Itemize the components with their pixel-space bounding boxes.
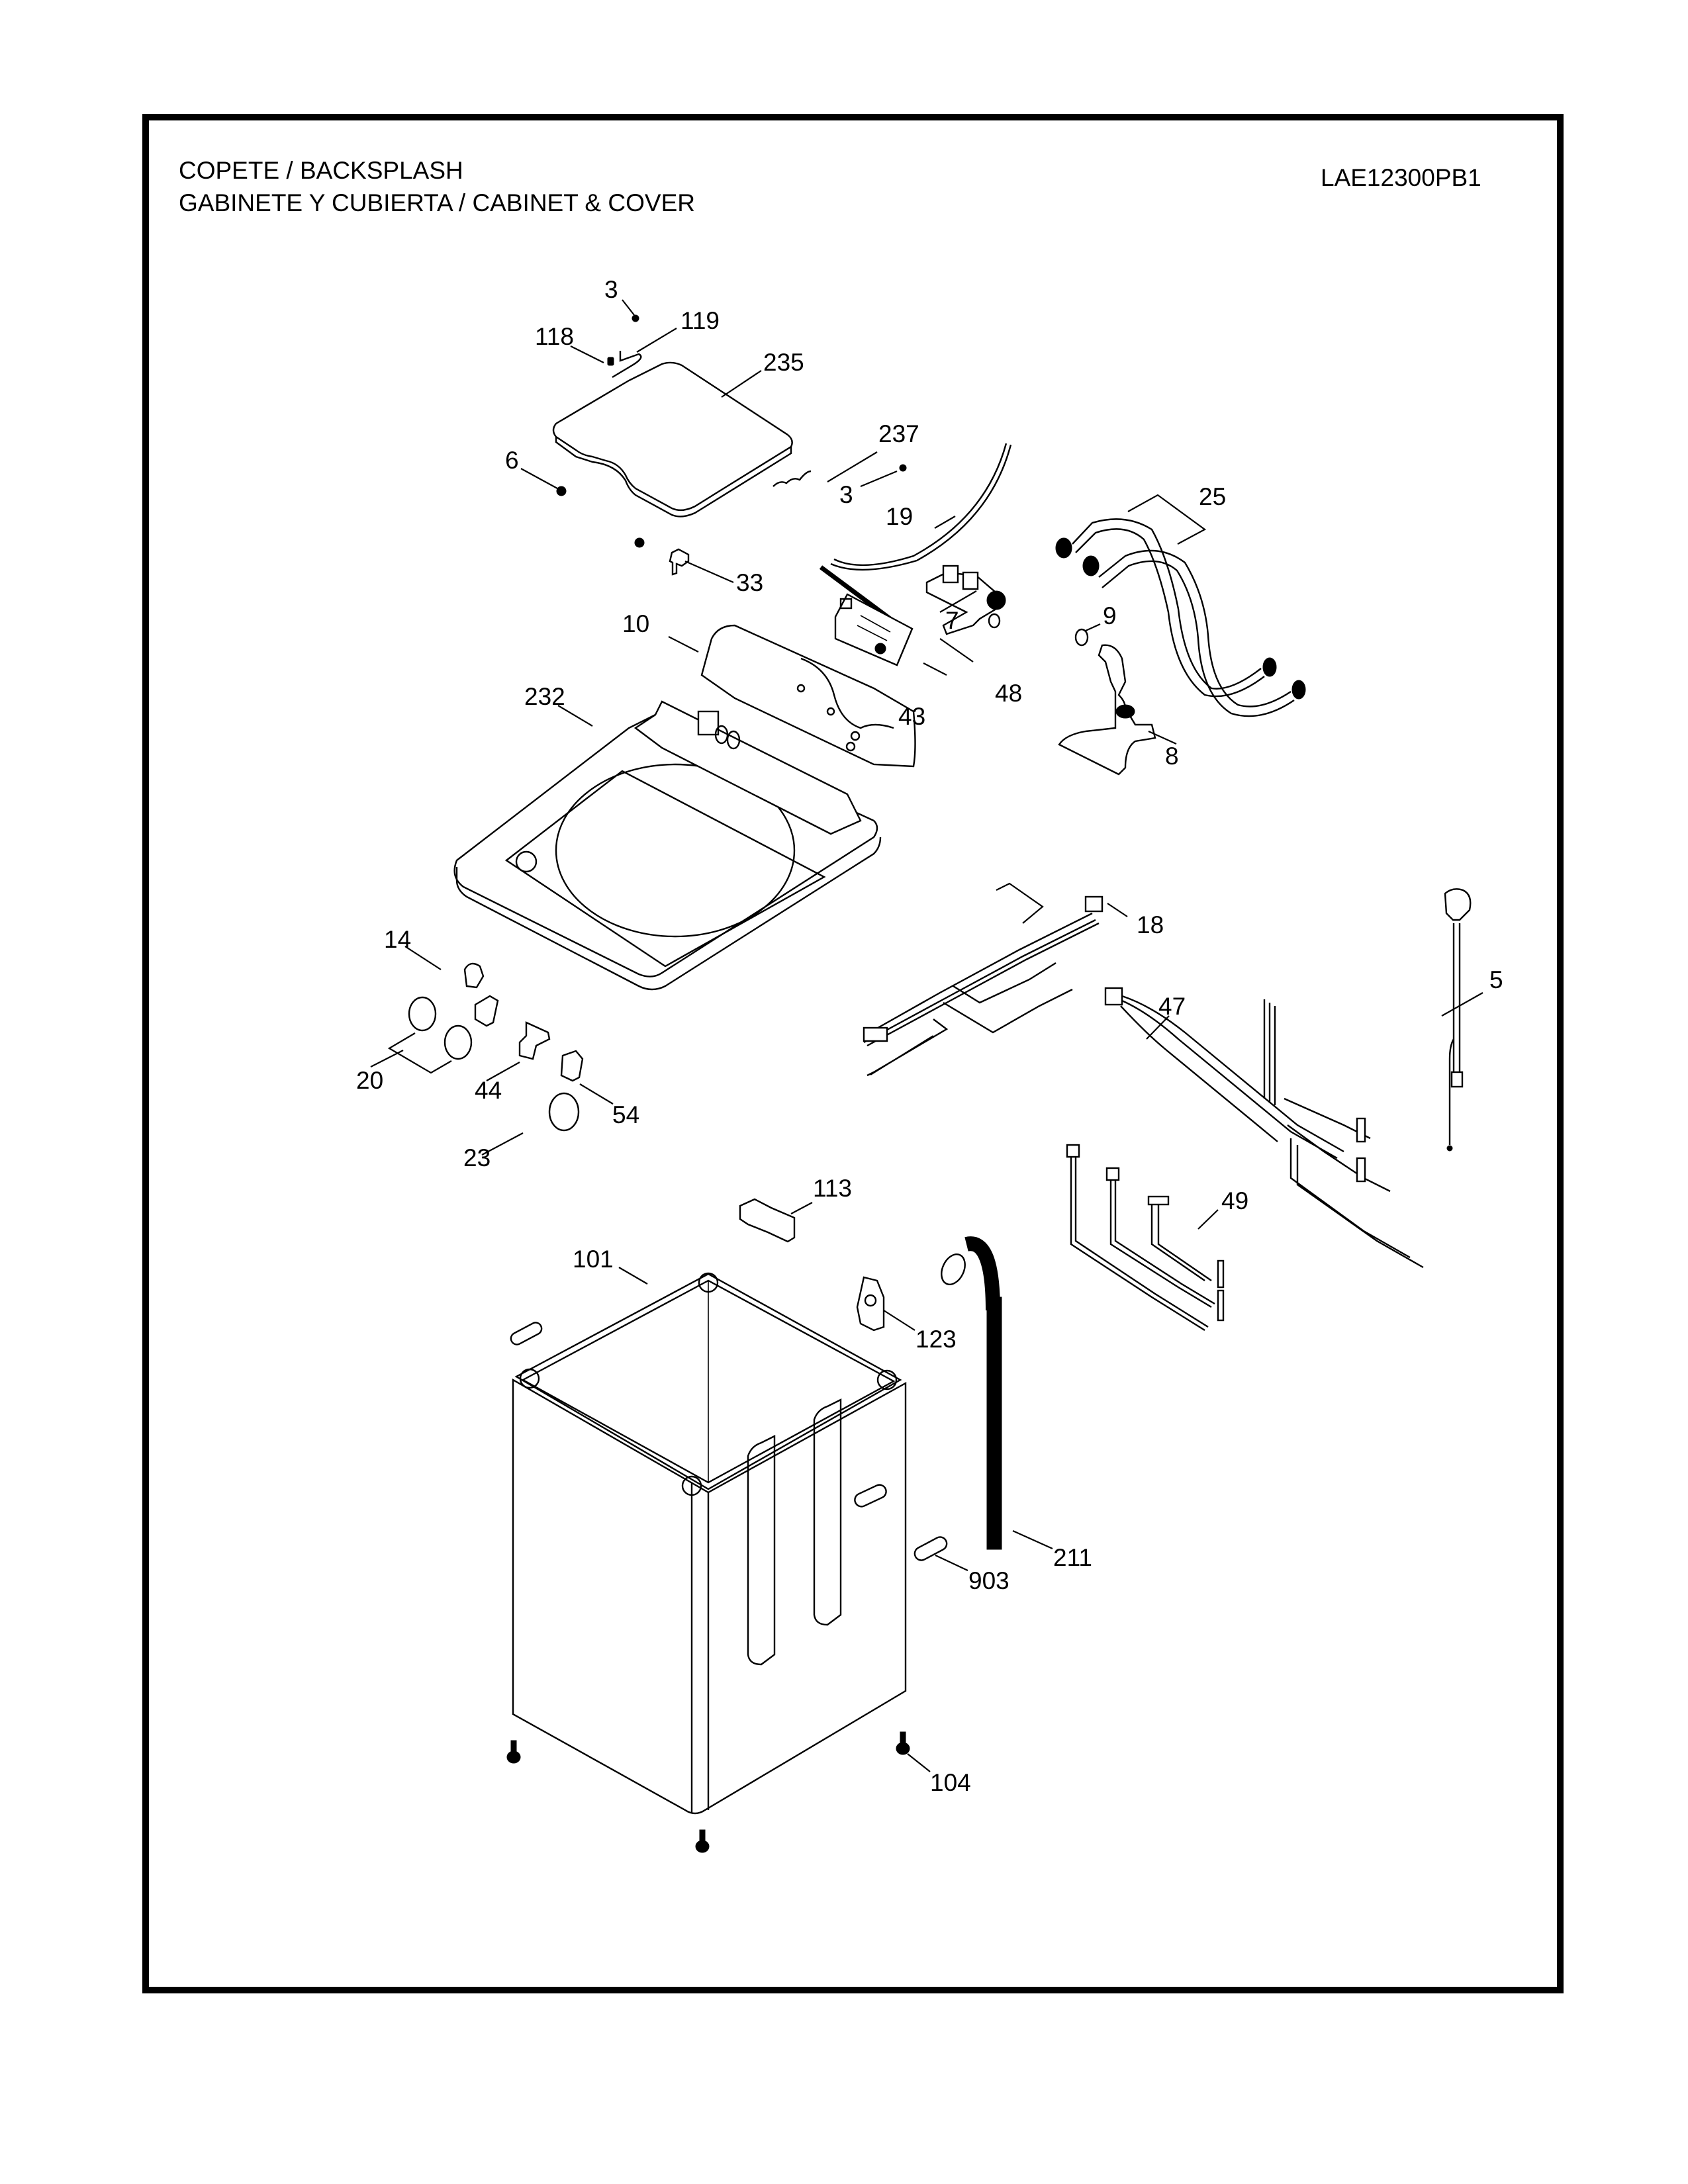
- knob-part-3: [548, 1092, 580, 1132]
- callout-237: 237: [878, 420, 919, 447]
- switch-board-part: [518, 1021, 551, 1060]
- callout-labels: 3 119 118 235 237 3 6 33 19 25 7 9 10 43…: [356, 276, 1503, 1796]
- callout-10: 10: [622, 610, 649, 637]
- hinge-pin-part: [612, 351, 642, 379]
- tube-part-outline: [830, 444, 1012, 571]
- callout-101: 101: [573, 1246, 614, 1273]
- callout-235: 235: [763, 349, 804, 376]
- callout-23: 23: [463, 1144, 491, 1171]
- lid-switch-part: [669, 548, 690, 576]
- tube-part: [833, 443, 1008, 567]
- callout-14: 14: [384, 926, 411, 953]
- callout-232: 232: [524, 683, 565, 710]
- screw-part: [632, 314, 639, 322]
- callout-118: 118: [535, 323, 574, 350]
- callout-211: 211: [1053, 1544, 1092, 1571]
- leader-lines: [370, 299, 1483, 1772]
- water-valve-part: [925, 565, 1006, 635]
- lid-part: [552, 361, 793, 518]
- wire-harness-49-part: [1066, 1144, 1225, 1332]
- callout-119: 119: [680, 307, 720, 334]
- wire-harness-18-part: [863, 882, 1103, 1077]
- bushing-part: [607, 357, 614, 366]
- hose-clamp-part: [1074, 628, 1089, 647]
- knob-part-1: [408, 996, 437, 1032]
- callout-113: 113: [813, 1175, 852, 1202]
- lid-spring-part: [773, 470, 812, 487]
- callout-33: 33: [736, 569, 763, 596]
- callout-48: 48: [995, 680, 1022, 707]
- callout-5: 5: [1489, 966, 1503, 993]
- callout-104: 104: [930, 1769, 971, 1796]
- handle-cover-903-part: [914, 1536, 948, 1561]
- callout-54: 54: [612, 1101, 639, 1128]
- pressure-switch-part: [1444, 888, 1472, 1152]
- callout-3-spring: 3: [839, 481, 853, 508]
- cabinet-part: [512, 1272, 907, 1815]
- water-diverter-part: [1058, 644, 1156, 776]
- handle-cover-part: [510, 1322, 543, 1345]
- switch-part: [474, 995, 499, 1027]
- callout-903: 903: [968, 1567, 1009, 1594]
- callout-19: 19: [886, 503, 913, 530]
- section-title-backsplash: COPETE / BACKSPLASH: [179, 157, 463, 184]
- inlet-hoses-part: [1055, 518, 1306, 717]
- callout-8: 8: [1165, 743, 1179, 770]
- callout-20: 20: [356, 1067, 383, 1094]
- callout-6: 6: [505, 447, 519, 474]
- rotary-switch-part: [463, 962, 485, 989]
- screw-part-2: [899, 464, 907, 472]
- knobs-bracket: [387, 1032, 452, 1074]
- connector: [863, 1026, 888, 1042]
- control-board-part: [834, 593, 914, 666]
- leveling-leg-part: [506, 1731, 910, 1853]
- drain-hose-holder-part: [856, 1276, 885, 1332]
- section-title-cabinet-cover: GABINETE Y CUBIERTA / CABINET & COVER: [179, 189, 695, 216]
- callout-3-top: 3: [604, 276, 618, 303]
- top-cover-part: [453, 700, 882, 991]
- control-panel-part: [700, 624, 916, 768]
- switch-54-part: [560, 1050, 584, 1082]
- callout-123: 123: [915, 1326, 957, 1353]
- drain-hose-part: [941, 1236, 1002, 1550]
- callout-7: 7: [945, 607, 959, 634]
- main-wire-harness-part: [1104, 987, 1424, 1269]
- model-number: LAE12300PB1: [1321, 164, 1481, 191]
- callout-43: 43: [898, 703, 925, 730]
- bumper-part: [556, 486, 567, 496]
- lid-lock-part: [739, 1198, 796, 1243]
- callout-49: 49: [1221, 1187, 1248, 1214]
- knob-part-2: [444, 1024, 473, 1060]
- callout-44: 44: [475, 1077, 502, 1104]
- drawing-border: [142, 114, 1564, 1993]
- callout-18: 18: [1137, 911, 1164, 938]
- callout-25: 25: [1199, 483, 1226, 510]
- bumper-part-2: [634, 537, 645, 548]
- callout-9: 9: [1103, 602, 1117, 629]
- callout-47: 47: [1158, 993, 1186, 1020]
